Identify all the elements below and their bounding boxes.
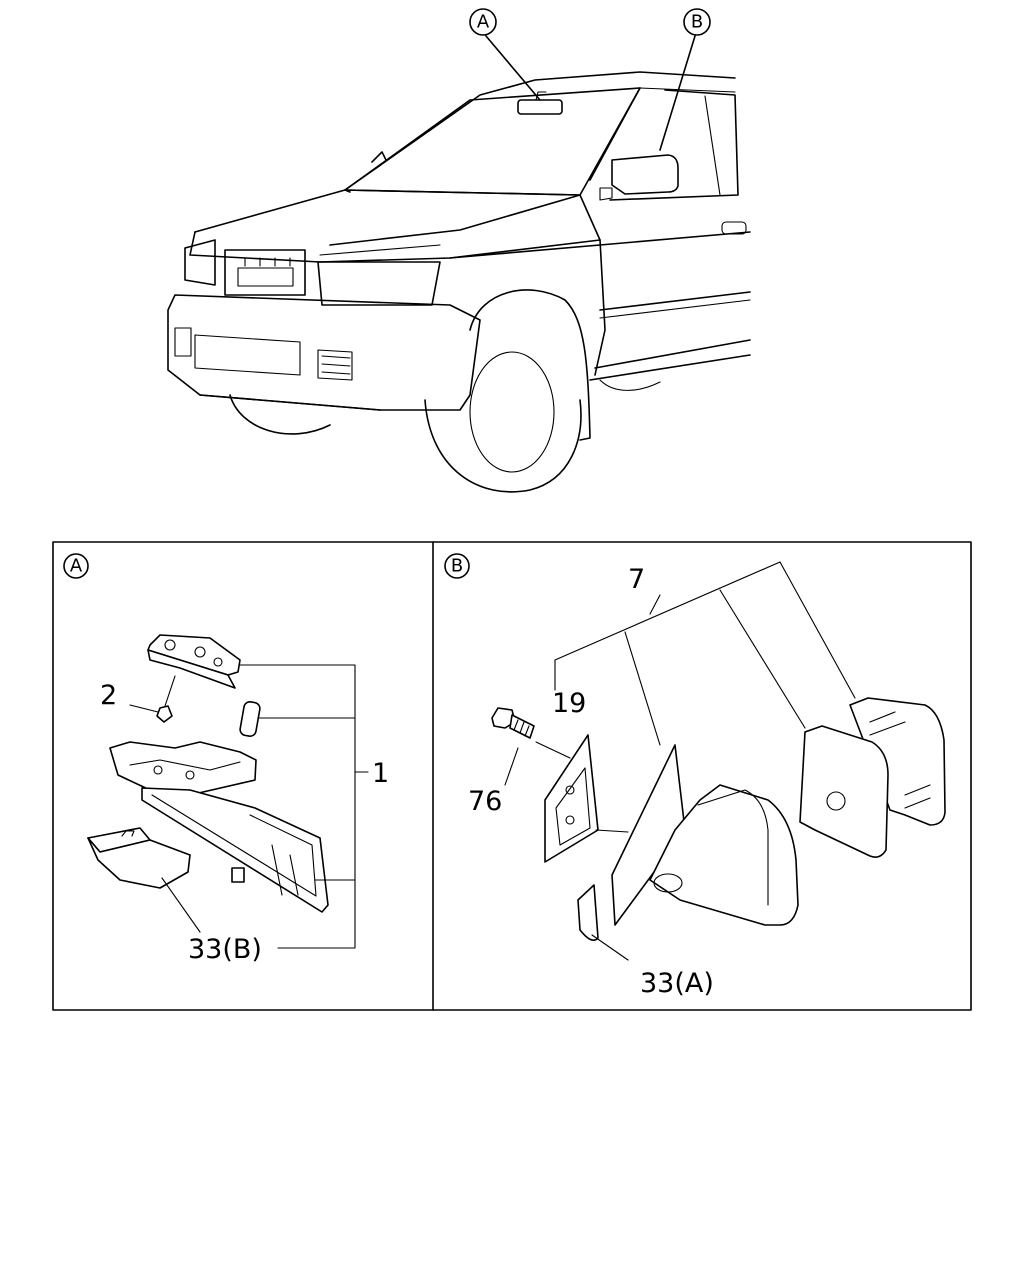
bolt — [491, 707, 535, 739]
screw — [156, 675, 176, 723]
mirror-backplate — [799, 725, 889, 858]
label-7: 7 — [628, 564, 645, 595]
svg-text:A: A — [70, 556, 83, 577]
callout-b-letter: B — [691, 12, 703, 33]
pin — [239, 701, 261, 737]
mount-plate — [147, 634, 241, 689]
assembly-lines — [554, 561, 856, 746]
cover-a — [577, 884, 599, 941]
panel-b-marker: B — [444, 553, 470, 579]
outer-mirror-glass — [849, 697, 946, 826]
label-2: 2 — [100, 680, 117, 711]
cover-b — [87, 827, 191, 889]
label-76: 76 — [468, 786, 502, 817]
callout-a-letter: A — [477, 12, 490, 33]
callout-a: A — [469, 8, 497, 36]
label-1: 1 — [372, 758, 389, 789]
callout-b-leader — [659, 35, 696, 151]
mirror-bracket — [109, 741, 257, 796]
inner-mirror — [141, 787, 329, 913]
label-33b: 33(B) — [188, 934, 262, 965]
label-19: 19 — [552, 688, 586, 719]
callout-b: B — [683, 8, 711, 36]
svg-text:B: B — [451, 556, 463, 577]
mirror-housing — [611, 744, 799, 926]
panel-a-marker: A — [63, 553, 89, 579]
assembly-bracket — [239, 664, 356, 949]
callout-a-leader — [485, 35, 541, 101]
gasket — [544, 734, 599, 863]
detail-frame — [52, 541, 972, 1011]
panel-b: B — [444, 553, 946, 999]
label-33a: 33(A) — [640, 968, 714, 999]
vehicle-illustration — [167, 71, 751, 493]
panel-a: A — [63, 553, 389, 965]
